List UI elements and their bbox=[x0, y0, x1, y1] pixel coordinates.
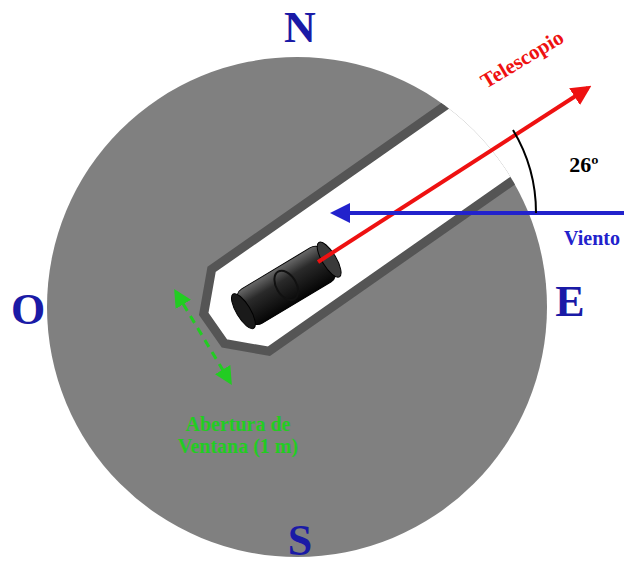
telescope-arrow bbox=[318, 88, 588, 262]
compass-west: O bbox=[11, 286, 45, 334]
angle-arc bbox=[513, 130, 536, 213]
window-label: Abertura de Ventana (1 m) bbox=[158, 413, 318, 457]
compass-north: N bbox=[284, 4, 316, 52]
angle-label: 26º bbox=[569, 153, 598, 177]
window-width-arrow bbox=[176, 292, 230, 382]
wind-arrow bbox=[334, 211, 624, 215]
dome-slit bbox=[185, 70, 554, 370]
wind-label: Viento bbox=[564, 227, 620, 249]
compass-east: E bbox=[555, 278, 584, 326]
compass-south: S bbox=[288, 517, 312, 565]
telescope-body bbox=[227, 239, 345, 332]
telescope-label: Telescopio bbox=[476, 26, 567, 93]
